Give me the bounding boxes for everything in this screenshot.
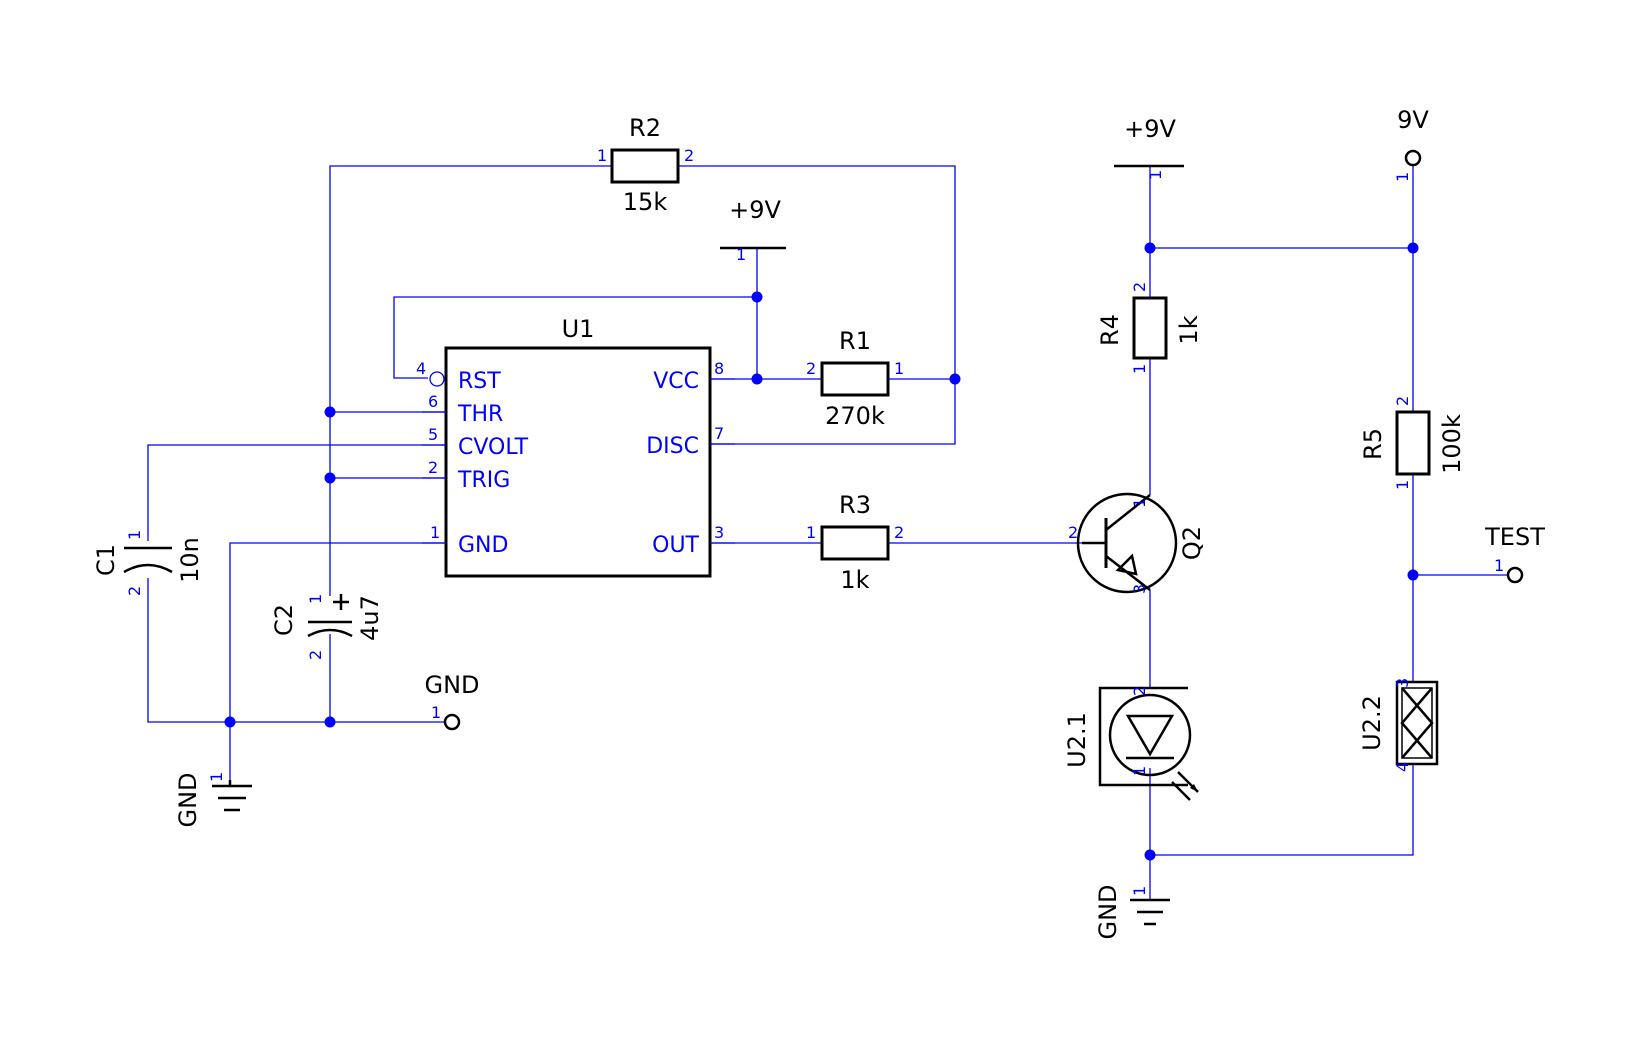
pin-rst-label: RST — [458, 369, 501, 394]
pin-vcc-label: VCC — [653, 369, 699, 394]
pin-cvolt-label: CVOLT — [458, 435, 529, 460]
r3-value: 1k — [840, 566, 869, 594]
pin-number: 2 — [806, 359, 816, 378]
pin-number: 2 — [1130, 686, 1149, 696]
c2-value: 4u7 — [356, 595, 384, 641]
r1-value: 270k — [825, 402, 885, 430]
pin-number: 3 — [714, 523, 724, 542]
u2-2-label: U2.2 — [1358, 695, 1386, 751]
gnd-terminal: GND 1 — [424, 671, 480, 731]
u2-1-label: U2.1 — [1063, 712, 1091, 768]
pin-number: 8 — [714, 359, 724, 378]
pin-number: 2 — [428, 458, 438, 477]
resistor-r4: R4 1k 2 1 — [1096, 282, 1203, 374]
gnd-terminal-label: GND — [424, 671, 479, 699]
junctions — [224, 242, 1419, 861]
pin-number: 1 — [1130, 766, 1149, 776]
pin-number: 2 — [1068, 523, 1078, 542]
opto-receiver-u2-2: U2.2 3 4 — [1358, 678, 1439, 772]
resistor-r2: R2 15k 1 2 — [597, 114, 694, 216]
r5-value: 100k — [1438, 414, 1466, 474]
pin-number: 2 — [684, 146, 694, 165]
pin-number: 1 — [306, 594, 325, 604]
pin-number: 2 — [1393, 396, 1412, 406]
power-symbol-9v-left: +9V 1 — [720, 196, 786, 264]
terminal-circle-icon — [1404, 149, 1422, 167]
pin-number: 1 — [894, 359, 904, 378]
resistor-r5: R5 100k 2 1 — [1359, 396, 1466, 490]
pin-number: 1 — [597, 146, 607, 165]
light-arrow-icon — [1190, 784, 1198, 792]
pin-number: 1 — [806, 523, 816, 542]
resistor-r1: R1 270k 2 1 — [806, 327, 904, 430]
led-u2-1: U2.1 2 1 — [1063, 686, 1199, 801]
pin-number: 4 — [1393, 762, 1412, 772]
pin-number: 3 — [1130, 584, 1149, 594]
pin-number: 4 — [416, 359, 426, 378]
pin-number: 2 — [1130, 282, 1149, 292]
q2-label: Q2 — [1178, 526, 1206, 560]
rst-inversion-bubble — [429, 371, 445, 387]
c1-value: 10n — [176, 537, 204, 583]
r4-value: 1k — [1175, 315, 1203, 344]
pin-thr-label: THR — [457, 402, 503, 427]
pin-number: 1 — [125, 530, 144, 540]
ground-label: GND — [174, 772, 202, 827]
capacitor-c2: C2 4u7 1 2 — [270, 594, 384, 660]
u1-timer-ic: U1 RST THR CVOLT TRIG GND VCC DISC OUT 4… — [416, 315, 735, 578]
resistor-r3: R3 1k 1 2 — [806, 491, 904, 594]
ground-symbol-right: GND 1 — [1094, 884, 1170, 940]
pin-trig-label: TRIG — [457, 468, 510, 493]
diode-triangle-icon — [1125, 714, 1175, 757]
emitter-arrow-icon — [1115, 553, 1138, 576]
r1-label: R1 — [839, 327, 871, 355]
pin-number: 2 — [125, 586, 144, 596]
wires — [147, 165, 1508, 890]
c1-label: C1 — [92, 544, 120, 576]
pin-number: 1 — [1130, 364, 1149, 374]
pin-number: 6 — [428, 392, 438, 411]
r2-label: R2 — [629, 114, 661, 142]
pin-gnd-label: GND — [458, 533, 508, 558]
pin-number: 1 — [1393, 172, 1412, 182]
ground-symbol-left: GND 1 — [174, 772, 252, 828]
pin-number: 2 — [306, 650, 325, 660]
pin-number: 3 — [1393, 678, 1412, 688]
pin-number: 1 — [1130, 886, 1149, 896]
pin-number: 1 — [736, 245, 746, 264]
capacitor-c1: C1 10n 1 2 — [92, 530, 204, 596]
r5-label: R5 — [1359, 428, 1387, 460]
pin-number: 1 — [207, 772, 226, 782]
terminal-circle-icon — [1506, 566, 1524, 584]
pin-number: 1 — [1130, 498, 1149, 508]
nine-volt-terminal: 9V 1 — [1393, 106, 1429, 182]
pin-out-label: OUT — [652, 533, 699, 558]
terminal-circle-icon — [443, 713, 461, 731]
pin-number: 2 — [894, 523, 904, 542]
r4-label: R4 — [1096, 314, 1124, 346]
test-label: TEST — [1484, 523, 1545, 551]
pin-number: 5 — [428, 425, 438, 444]
pin-number: 1 — [1146, 170, 1165, 180]
power-label: +9V — [729, 196, 781, 224]
power-label: +9V — [1124, 115, 1176, 143]
ground-label: GND — [1094, 884, 1122, 939]
test-terminal: TEST 1 — [1484, 523, 1545, 584]
power-symbol-9v-right: +9V 1 — [1114, 115, 1184, 180]
pin-number: 7 — [714, 424, 724, 443]
r2-value: 15k — [623, 188, 668, 216]
r3-label: R3 — [839, 491, 871, 519]
pin-number: 1 — [431, 703, 441, 722]
nine-volt-label: 9V — [1397, 106, 1429, 134]
pin-number: 1 — [1494, 556, 1504, 575]
pin-disc-label: DISC — [646, 434, 699, 459]
c2-label: C2 — [270, 604, 298, 636]
transistor-q2: Q2 2 1 3 — [1068, 492, 1206, 594]
u1-label: U1 — [562, 315, 595, 343]
pin-number: 1 — [430, 523, 440, 542]
pin-number: 1 — [1393, 480, 1412, 490]
